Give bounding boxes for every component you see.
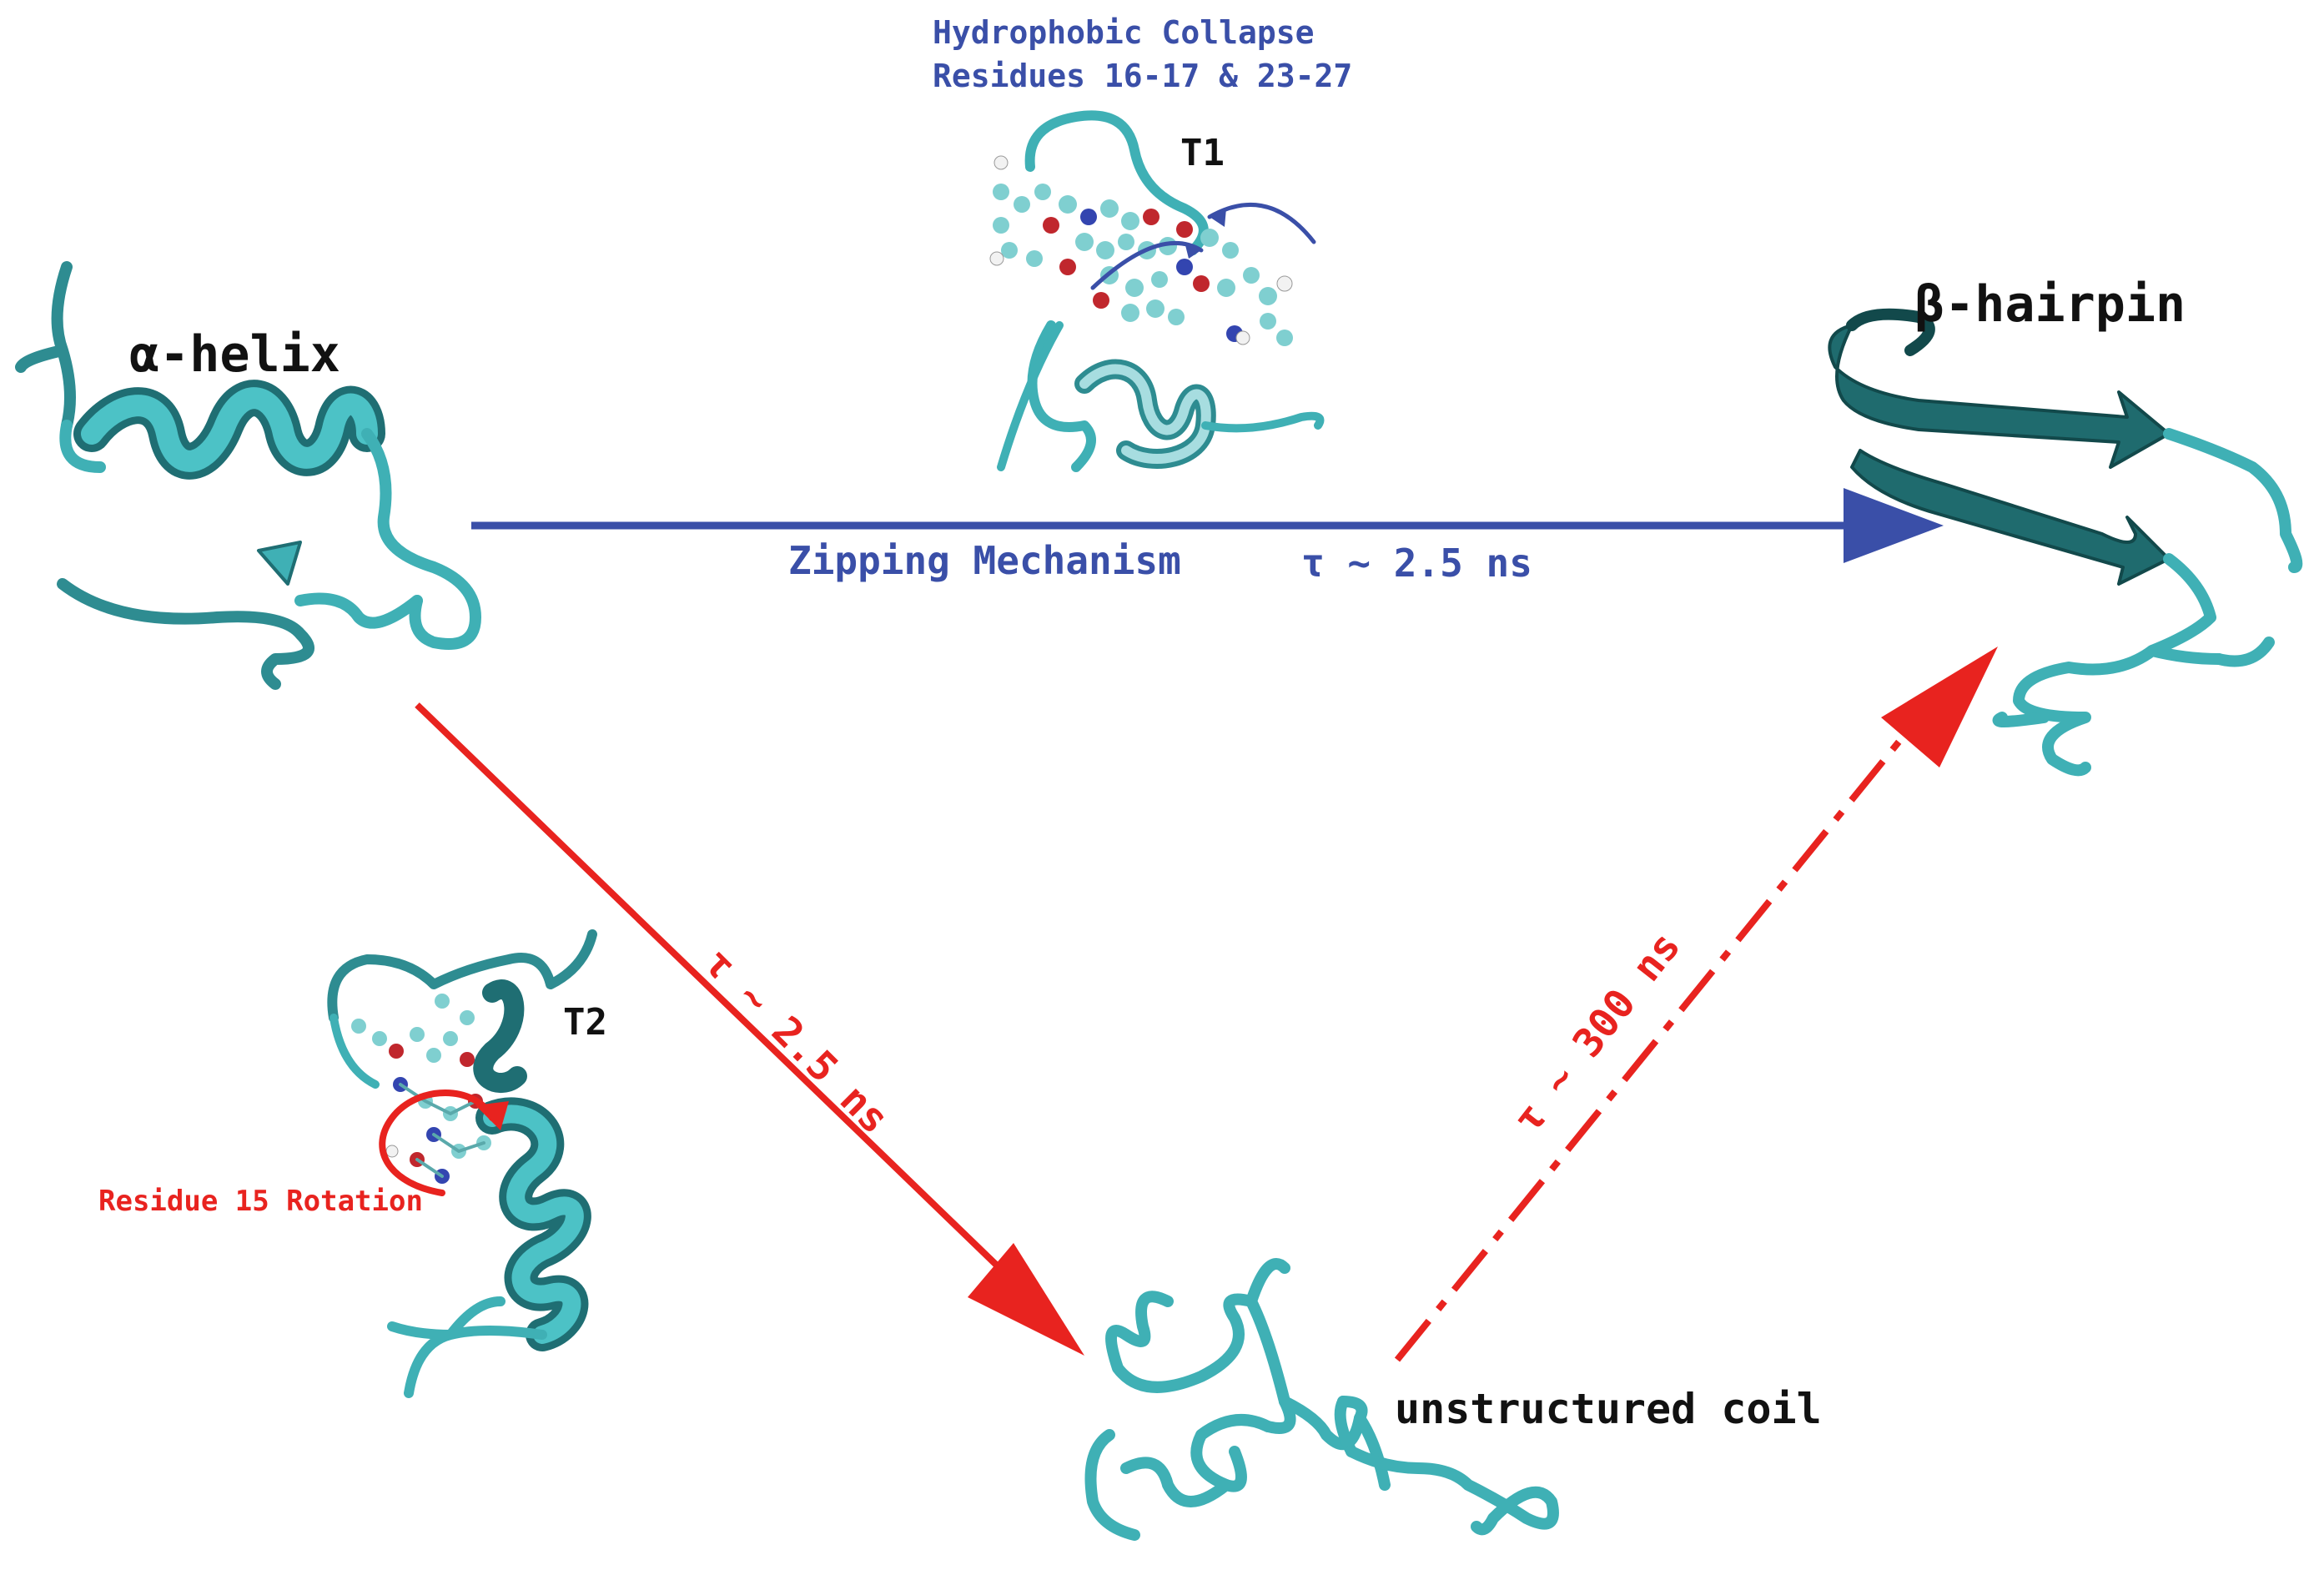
alpha-helix-label: α-helix <box>129 325 340 384</box>
coil-structure <box>1084 1258 1559 1541</box>
t1-annotation-line2: Residues 16-17 & 23-27 <box>933 58 1353 94</box>
beta-hairpin-structure <box>1828 308 2303 777</box>
zipping-tau: τ ~ 2.5 ns <box>1301 541 1532 586</box>
t1-label: T1 <box>1180 132 1225 174</box>
t2-annotation: Residue 15 Rotation <box>98 1185 423 1218</box>
t2-structure <box>327 929 597 1398</box>
coil-to-hairpin-arrow <box>1394 647 1998 1362</box>
t2-label: T2 <box>563 1001 607 1044</box>
zipping-label: Zipping Mechanism <box>788 538 1181 583</box>
coil-label: unstructured coil <box>1395 1385 1822 1433</box>
t1-annotation-line1: Hydrophobic Collapse <box>933 14 1315 51</box>
t1-structure <box>989 110 1325 472</box>
helix-to-coil-arrow <box>415 702 1084 1356</box>
zipping-arrow <box>471 488 1944 563</box>
beta-hairpin-label: β-hairpin <box>1914 275 2186 334</box>
alpha-helix-structure <box>15 261 481 690</box>
